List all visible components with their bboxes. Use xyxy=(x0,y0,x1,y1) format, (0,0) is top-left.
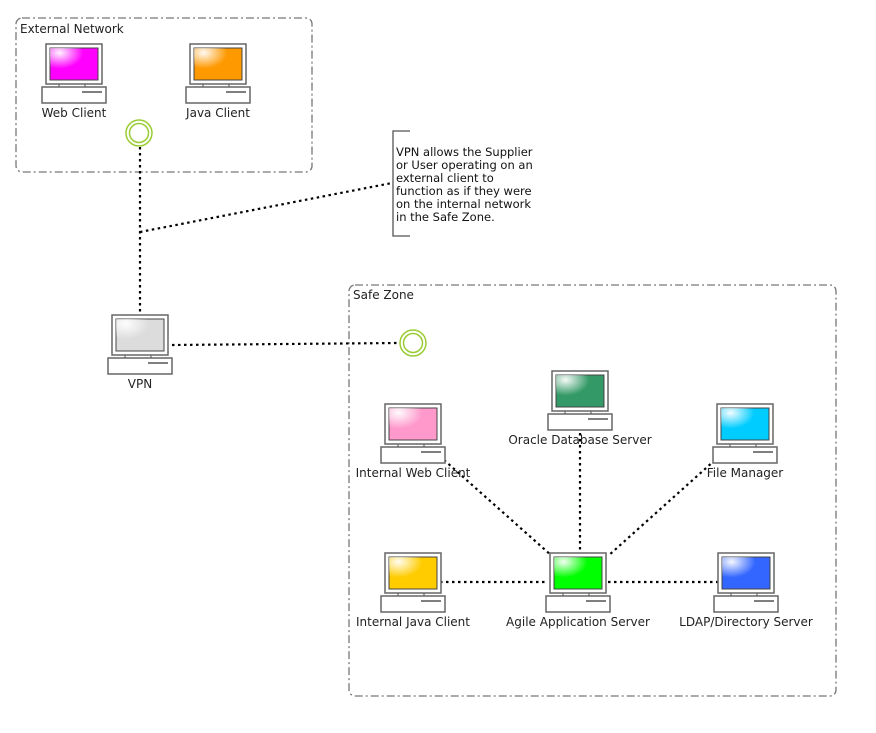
computer-label: Agile Application Server xyxy=(506,615,650,629)
screen-shine xyxy=(194,48,242,80)
annotation-line: function as if they were xyxy=(396,184,532,198)
computer-label: LDAP/Directory Server xyxy=(679,615,813,629)
computer-base-icon xyxy=(380,595,446,613)
computer-agile-app-server[interactable]: Agile Application Server xyxy=(506,552,650,629)
screen-shine xyxy=(389,557,437,589)
screen-shine xyxy=(389,408,437,440)
connector-annotation[interactable] xyxy=(139,181,393,234)
computer-internal-web-client[interactable]: Internal Web Client xyxy=(356,403,471,480)
computer-vpn[interactable]: VPN xyxy=(107,314,173,391)
annotation-line: external client to xyxy=(396,171,494,185)
computer-file-manager[interactable]: File Manager xyxy=(707,403,784,480)
annotation-line: on the internal network xyxy=(396,197,531,211)
computer-base-icon xyxy=(380,446,446,464)
computer-java-client[interactable]: Java Client xyxy=(185,43,251,120)
computer-label: File Manager xyxy=(707,466,784,480)
computer-base-icon xyxy=(712,446,778,464)
screen-shine xyxy=(722,557,770,589)
computer-base-icon xyxy=(547,413,613,431)
computer-base-icon xyxy=(107,357,173,375)
interface-external[interactable] xyxy=(125,119,153,147)
zone-safe[interactable]: Safe Zone xyxy=(348,284,837,697)
computer-label: VPN xyxy=(128,377,152,391)
computer-label: Java Client xyxy=(185,106,250,120)
computer-ldap-server[interactable]: LDAP/Directory Server xyxy=(679,552,813,629)
connector-vpn-safe-zone[interactable] xyxy=(171,341,399,347)
zone-external-network-label: External Network xyxy=(20,22,124,36)
computer-label: Oracle Database Server xyxy=(508,433,651,447)
connector-internal-web-agile[interactable] xyxy=(443,459,553,557)
connector-file-manager-agile[interactable] xyxy=(607,459,716,557)
computer-oracle-db[interactable]: Oracle Database Server xyxy=(508,370,652,447)
screen-shine xyxy=(116,319,164,351)
screen-shine xyxy=(556,375,604,407)
computer-base-icon xyxy=(185,86,251,104)
computer-base-icon xyxy=(545,595,611,613)
computer-base-icon xyxy=(41,86,107,104)
zone-safe-label: Safe Zone xyxy=(353,288,414,302)
annotation-line: VPN allows the Supplier xyxy=(396,145,533,159)
annotation-line: in the Safe Zone. xyxy=(396,210,495,224)
interface-safe-zone[interactable] xyxy=(399,329,427,357)
annotation-line: or User operating on an xyxy=(396,158,533,172)
screen-shine xyxy=(50,48,98,80)
zone-external-network[interactable]: External Network xyxy=(15,17,313,173)
computer-label: Internal Java Client xyxy=(356,615,470,629)
computer-label: Internal Web Client xyxy=(356,466,471,480)
screen-shine xyxy=(554,557,602,589)
screen-shine xyxy=(721,408,769,440)
computer-base-icon xyxy=(713,595,779,613)
computer-web-client[interactable]: Web Client xyxy=(41,43,107,120)
computer-label: Web Client xyxy=(42,106,107,120)
computer-internal-java-client[interactable]: Internal Java Client xyxy=(356,552,470,629)
